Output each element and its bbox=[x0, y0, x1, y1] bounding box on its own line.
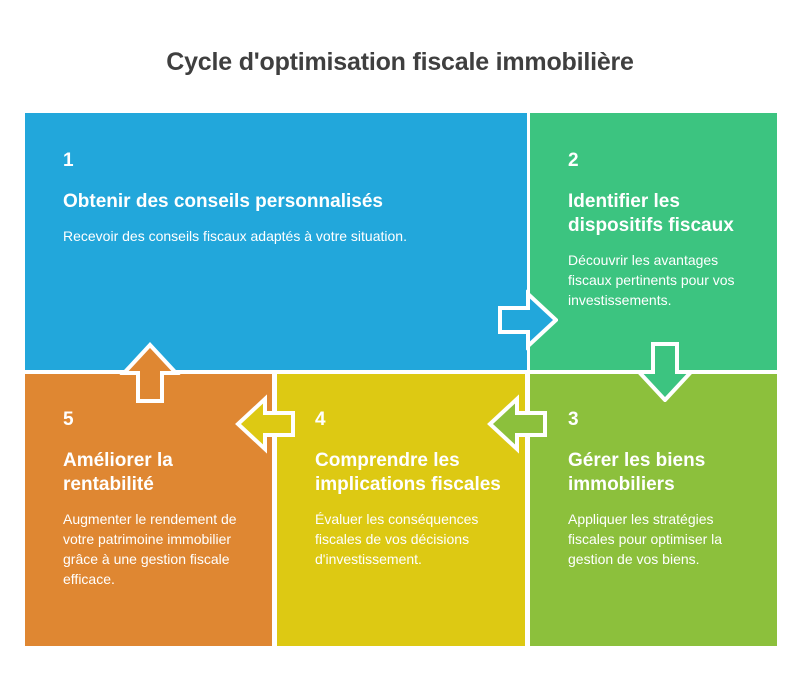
page-title: Cycle d'optimisation fiscale immobilière bbox=[166, 48, 634, 76]
step-description-4: Évaluer les conséquences fiscales de vos… bbox=[315, 510, 479, 567]
step-description-1: Recevoir des conseils fiscaux adaptés à … bbox=[63, 227, 407, 244]
step-number-3: 3 bbox=[568, 409, 579, 430]
step-number-1: 1 bbox=[63, 150, 74, 171]
arrow-step5-to-step1-icon bbox=[118, 341, 182, 403]
step-heading-1: Obtenir des conseils personnalisés bbox=[63, 191, 383, 212]
step-heading-5: Améliorer la rentabilité bbox=[63, 450, 173, 495]
step-panel-1: 1 Obtenir des conseils personnalisés Rec… bbox=[25, 113, 527, 370]
step-panel-5: 5 Améliorer la rentabilité Augmenter le … bbox=[25, 374, 272, 646]
step-panel-2: 2 Identifier les dispositifs fiscaux Déc… bbox=[530, 113, 777, 370]
step-heading-4: Comprendre les implications fiscales bbox=[315, 450, 501, 495]
step-number-5: 5 bbox=[63, 409, 74, 430]
step-description-3: Appliquer les stratégies fiscales pour o… bbox=[568, 510, 723, 567]
arrow-step4-to-step5-icon bbox=[235, 394, 295, 454]
arrow-step3-to-step4-icon bbox=[487, 394, 547, 454]
arrow-step2-to-step3-icon bbox=[633, 342, 697, 402]
step-number-4: 4 bbox=[315, 409, 326, 430]
step-description-5: Augmenter le rendement de votre patrimoi… bbox=[63, 510, 237, 587]
step-heading-2: Identifier les dispositifs fiscaux bbox=[568, 191, 734, 236]
step-description-2: Découvrir les avantages fiscaux pertinen… bbox=[568, 251, 735, 308]
step-number-2: 2 bbox=[568, 150, 579, 171]
step-panel-4: 4 Comprendre les implications fiscales É… bbox=[277, 374, 525, 646]
arrow-step1-to-step2-icon bbox=[498, 288, 558, 352]
step-heading-3: Gérer les biens immobiliers bbox=[568, 450, 706, 495]
step-panel-3: 3 Gérer les biens immobiliers Appliquer … bbox=[530, 374, 777, 646]
